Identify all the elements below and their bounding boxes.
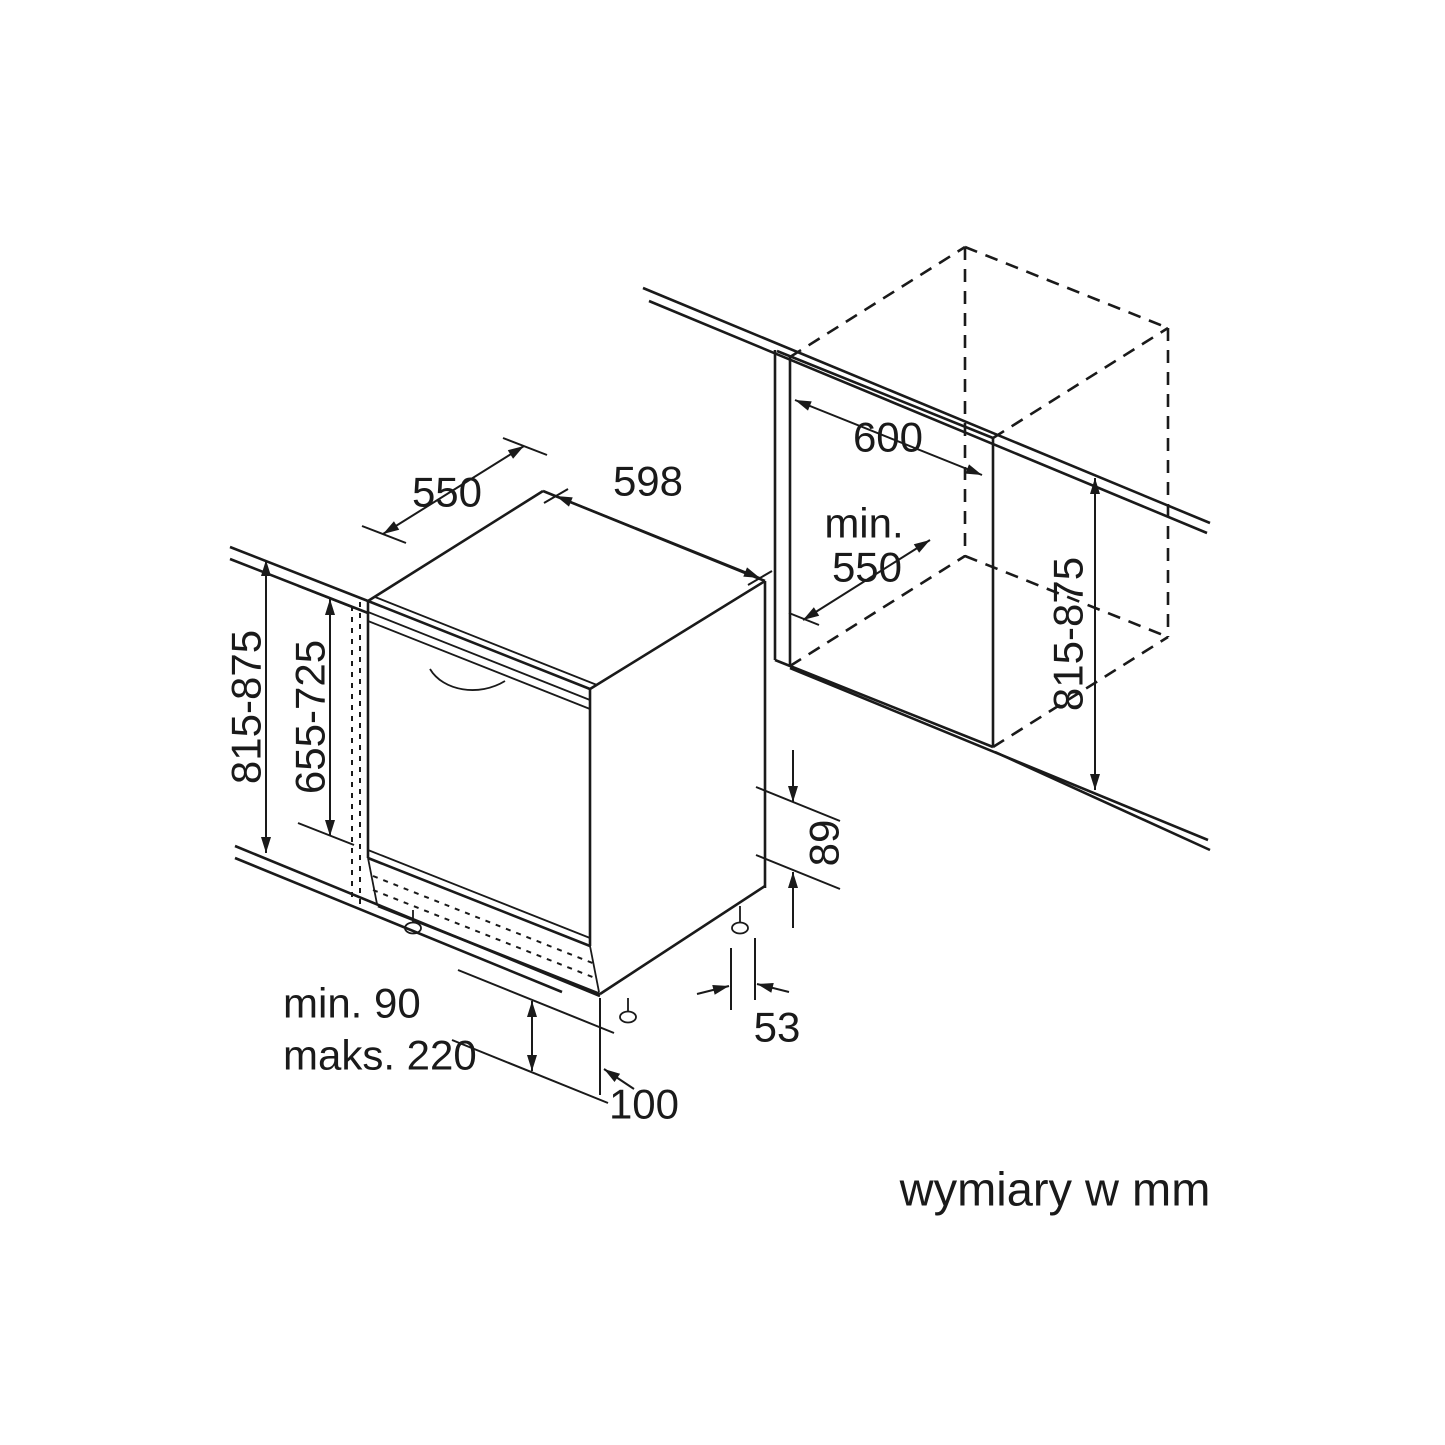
label-plinth-min: min. 90 — [283, 980, 421, 1027]
label-rear-foot-offset: 53 — [754, 1004, 801, 1051]
label-plinth-max: maks. 220 — [283, 1032, 477, 1079]
label-niche-width: 600 — [853, 414, 923, 461]
worktop-left-edge — [229, 545, 369, 615]
dimension-labels: 550 598 600 min. 550 815-875 655-725 815… — [223, 414, 1211, 1216]
units-note: wymiary w mm — [899, 1163, 1211, 1216]
label-niche-depth-value: 550 — [832, 544, 902, 591]
niche-outline — [773, 245, 1170, 749]
label-appliance-height: 815-875 — [223, 630, 270, 784]
label-furniture-door-height: 655-725 — [287, 640, 334, 794]
door-handle — [429, 668, 506, 691]
dimension-lines — [261, 399, 1100, 1104]
label-plinth-depth: 100 — [609, 1081, 679, 1128]
label-base-rear-height: 89 — [801, 820, 848, 867]
label-appliance-depth: 550 — [412, 469, 482, 516]
dishwasher-outline — [351, 489, 767, 1024]
floor-lines — [234, 666, 1211, 998]
label-niche-height: 815-875 — [1045, 557, 1092, 711]
label-niche-depth-min: min. — [824, 500, 903, 547]
label-appliance-width: 598 — [613, 458, 683, 505]
